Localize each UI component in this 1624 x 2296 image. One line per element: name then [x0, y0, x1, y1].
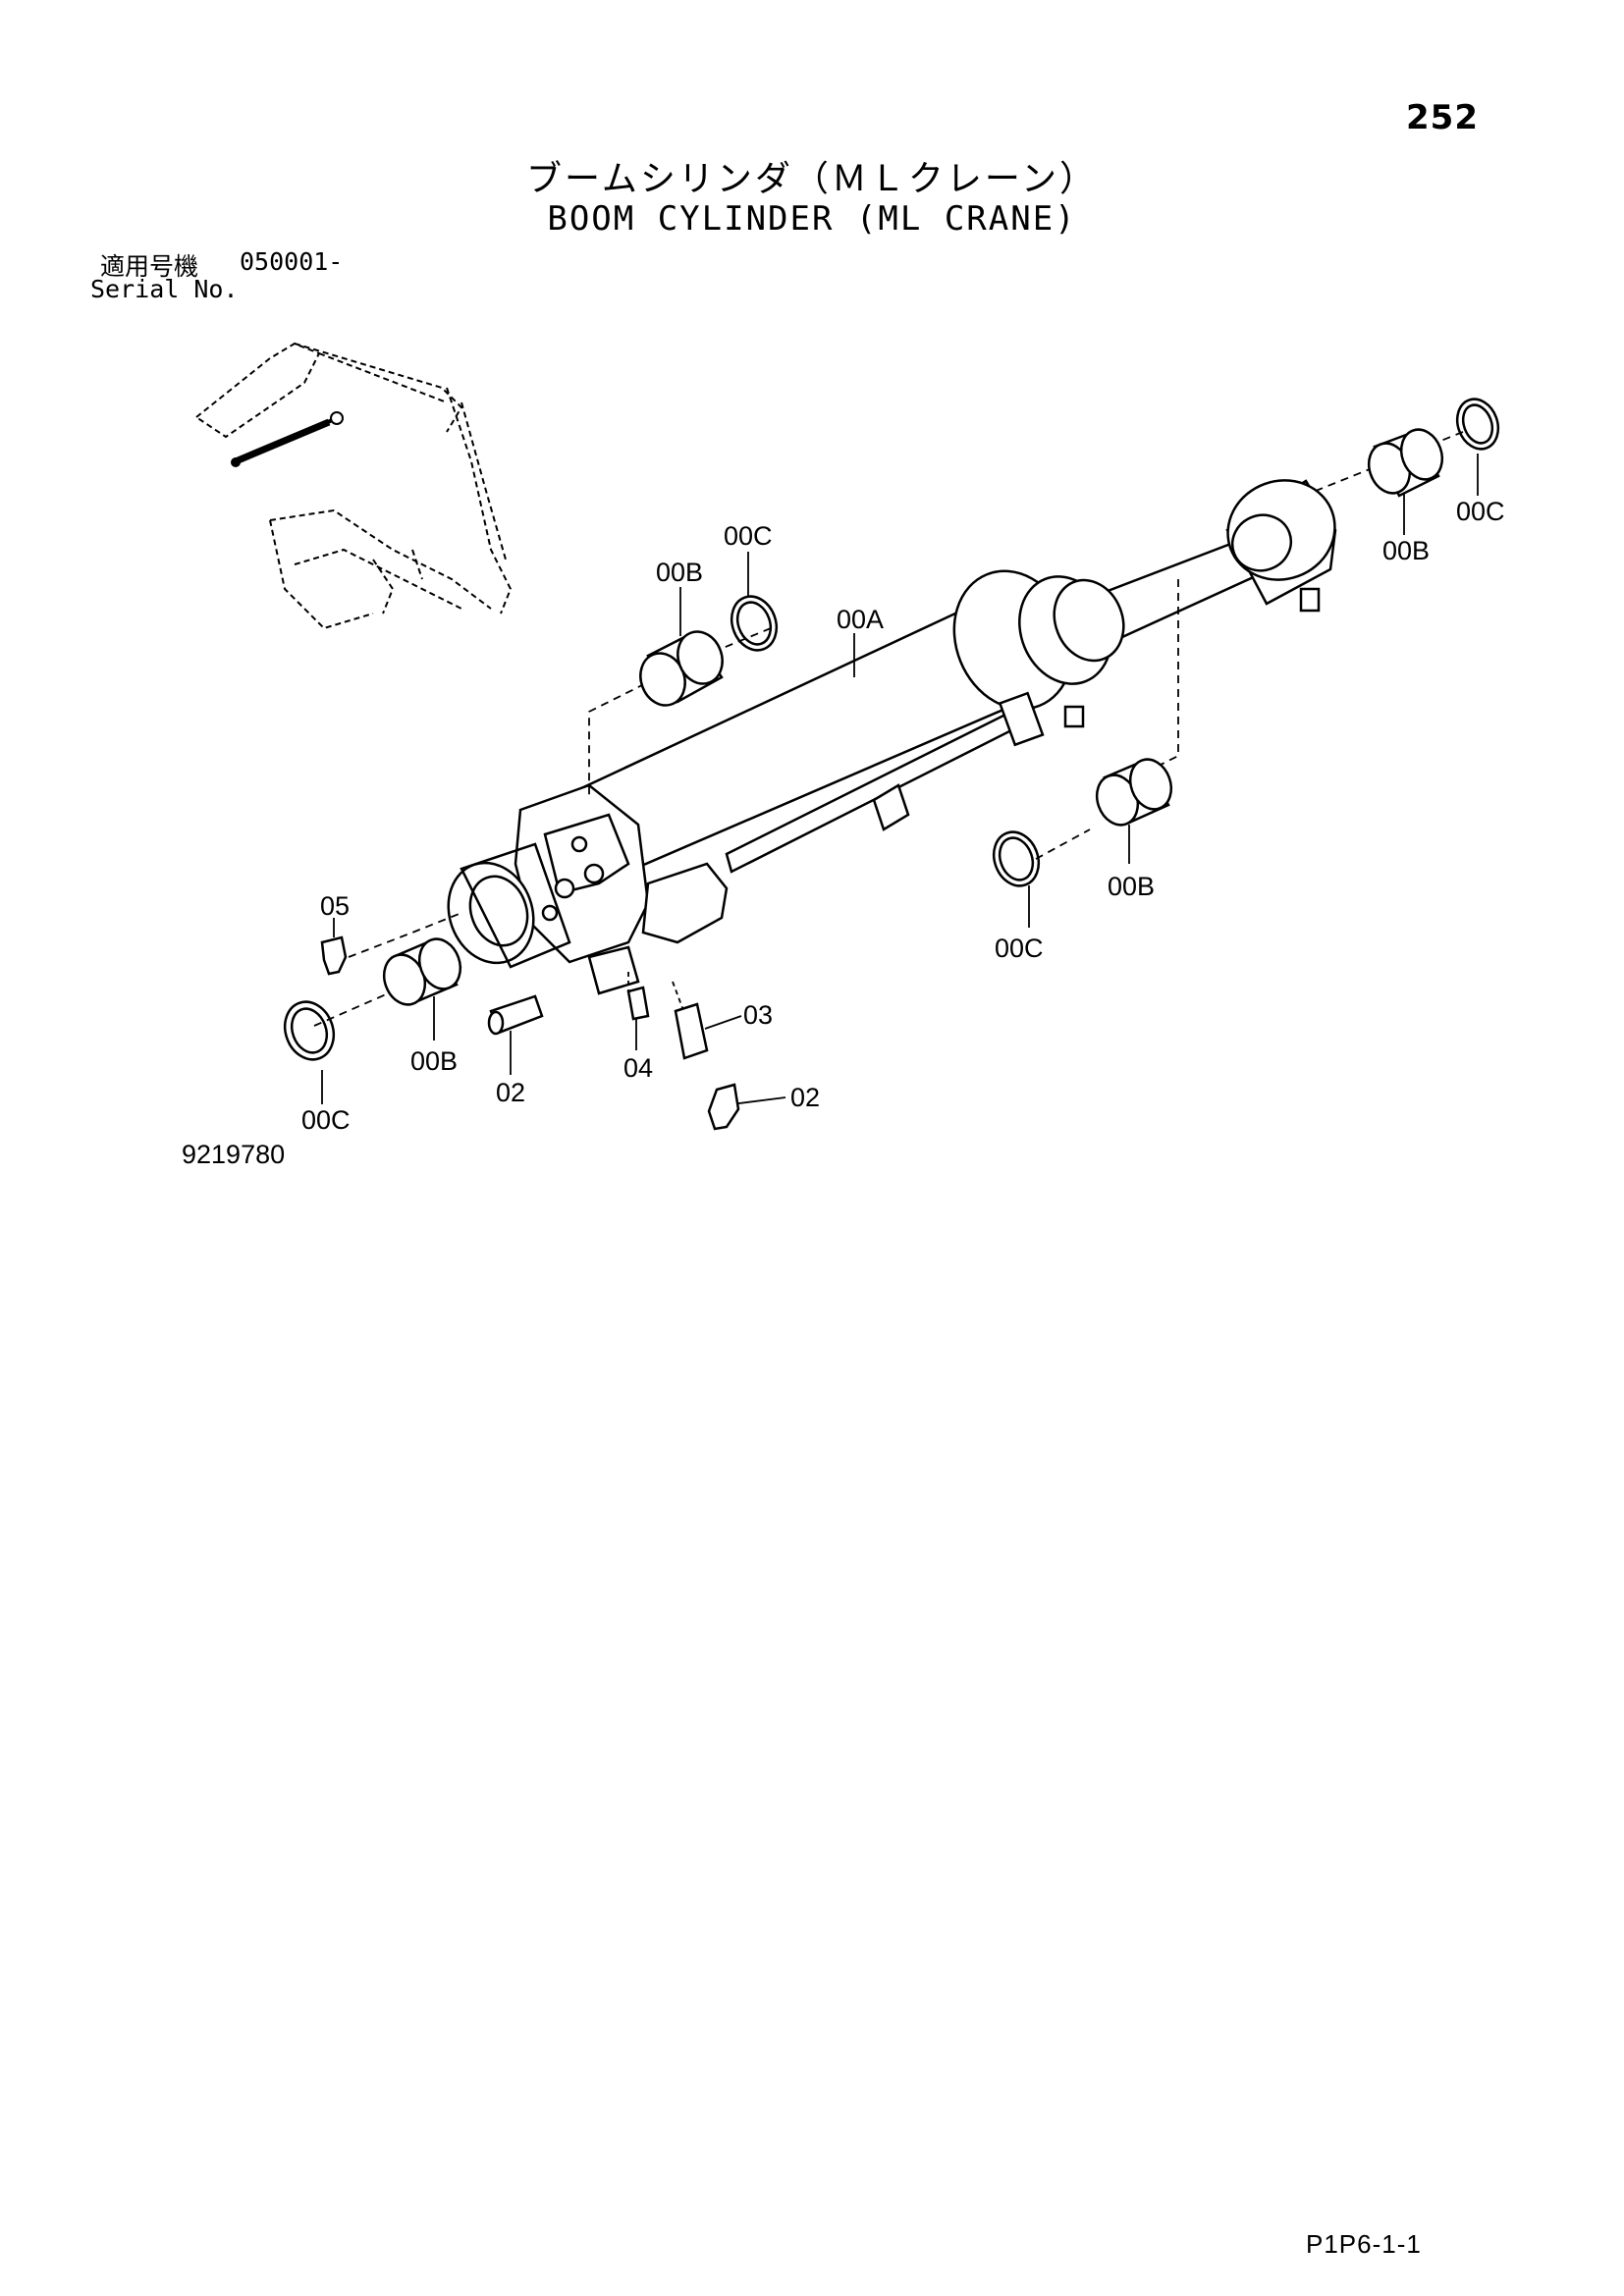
callout-05: 05 [320, 891, 350, 921]
seal-00C-left [283, 1000, 336, 1061]
machine-locator-sketch [194, 342, 513, 630]
serial-label-japanese: 適用号機 [100, 252, 199, 281]
callout-00C-left: 00C [301, 1105, 351, 1135]
title-english: BOOM CYLINDER (ML CRANE) [547, 199, 1077, 239]
callout-00B-left: 00B [410, 1046, 458, 1076]
page-number: 252 [1406, 98, 1479, 137]
callout-03: 03 [743, 1000, 773, 1030]
serial-value: 050001- [240, 247, 344, 276]
highlighted-boom-cylinder [231, 411, 344, 467]
bushing-00B-mid [1095, 758, 1173, 827]
fitting-04 [626, 986, 650, 1021]
callout-00C-right: 00C [1456, 497, 1505, 526]
fitting-05 [320, 935, 348, 976]
callout-00A: 00A [837, 605, 884, 634]
bushing-00B-top [639, 630, 724, 707]
drawing-number: 9219780 [182, 1140, 286, 1169]
seal-00C-mid [992, 830, 1041, 887]
seal-00C-top [730, 595, 779, 652]
callout-02-left: 02 [496, 1078, 525, 1107]
fitting-02-left [487, 994, 544, 1036]
callout-00B-top: 00B [656, 558, 703, 587]
callout-00C-mid: 00C [995, 934, 1044, 963]
callout-00B-right: 00B [1382, 536, 1430, 565]
boom-cylinder-assembly [447, 479, 1337, 995]
seal-00C-right [1455, 398, 1500, 451]
callout-04: 04 [623, 1053, 653, 1083]
page-code: P1P6-1-1 [1306, 2229, 1422, 2259]
title-japanese: ブームシリンダ（ＭＬクレーン） [525, 159, 1099, 199]
callout-00B-mid: 00B [1108, 872, 1155, 901]
callout-00C-top: 00C [724, 521, 773, 551]
fitting-03 [674, 1002, 709, 1060]
callout-02-right: 02 [790, 1083, 820, 1112]
bushing-00B-left [382, 937, 462, 1006]
serial-label-english: Serial No. [90, 275, 239, 303]
bushing-00B-right [1367, 428, 1444, 498]
fitting-02-right [707, 1083, 740, 1131]
